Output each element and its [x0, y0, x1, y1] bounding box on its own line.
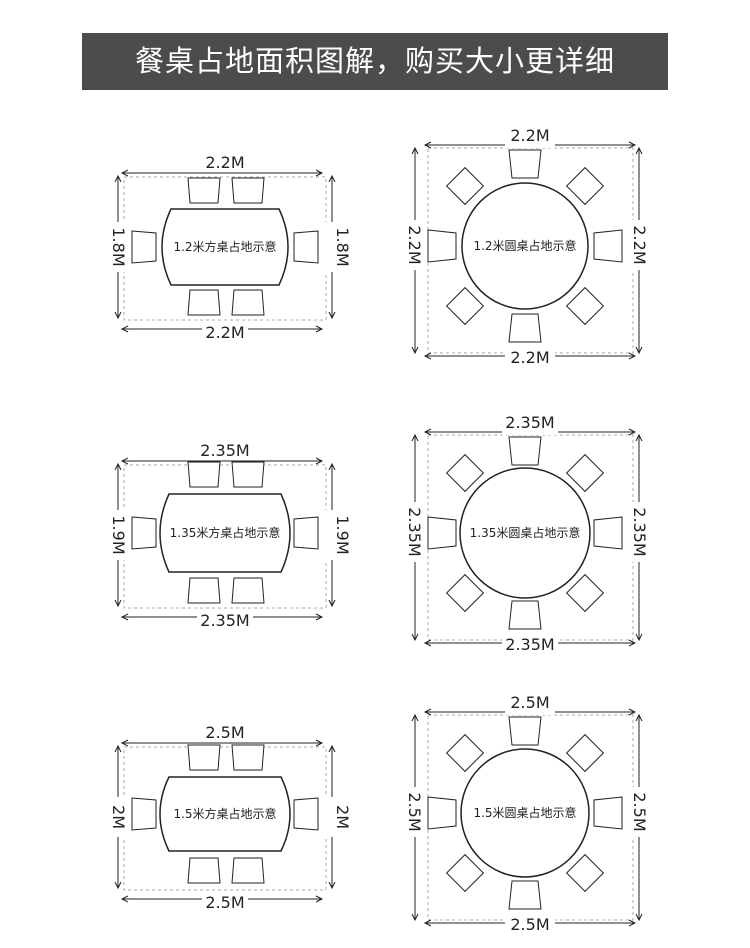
chair — [293, 516, 319, 550]
table-top — [159, 493, 291, 573]
chair — [231, 744, 265, 771]
table-top — [460, 748, 590, 878]
chair — [445, 853, 485, 893]
rect-table-diagram-3: 2.5M 2.5M 2M 2M 1.5米方桌占地示意 — [108, 722, 352, 912]
table-top — [459, 467, 591, 599]
table-label: 1.5米方桌占地示意 — [173, 806, 276, 821]
table-top — [461, 182, 589, 310]
chair — [187, 744, 221, 771]
chair — [565, 733, 605, 773]
chair — [593, 229, 623, 263]
table-label: 1.35米圆桌占地示意 — [470, 525, 581, 540]
chair — [187, 289, 221, 316]
chair — [231, 857, 265, 884]
chair — [445, 286, 485, 326]
rect-table-diagram-2: 2.35M 2.35M 1.9M 1.9M 1.35米方桌占地示意 — [108, 440, 352, 630]
dimension-bottom: 2.2M — [205, 323, 244, 342]
chair — [231, 289, 265, 316]
chair — [508, 880, 542, 910]
chair — [508, 600, 542, 630]
rect-table-diagram-1: 2.2M 2.2M 1.8M 1.8M 1.2米方桌占地示意 — [108, 152, 352, 342]
dimension-left: 2.35M — [405, 507, 424, 556]
chair — [293, 797, 319, 831]
round-table-diagram-1: 2.2M 2.2M 2.2M 2.2M 1.2米圆桌占地示意 — [405, 126, 649, 367]
dimension-right: 1.8M — [333, 227, 352, 266]
chair — [231, 177, 265, 204]
dimension-right: 2.5M — [630, 792, 649, 831]
dimension-right: 2.35M — [630, 507, 649, 556]
dimension-top: 2.35M — [505, 413, 554, 432]
table-label: 1.35米方桌占地示意 — [170, 525, 281, 540]
dimension-top: 2.2M — [205, 153, 244, 172]
chair — [231, 461, 265, 488]
dimension-bottom: 2.5M — [510, 915, 549, 934]
table-top — [161, 208, 289, 286]
chair — [565, 286, 605, 326]
table-label: 1.2米方桌占地示意 — [173, 239, 276, 254]
round-table-diagram-3: 2.5M 2.5M 2.5M 2.5M 1.5米圆桌占地示意 — [405, 693, 649, 934]
chair — [427, 516, 457, 550]
chair — [187, 577, 221, 604]
chair — [231, 577, 265, 604]
chair — [445, 166, 485, 206]
chair — [131, 516, 157, 550]
chair — [565, 453, 605, 493]
dimension-top: 2.35M — [200, 441, 249, 460]
dimension-bottom: 2.2M — [510, 348, 549, 367]
title-banner: 餐桌占地面积图解，购买大小更详细 — [82, 33, 668, 90]
chair — [565, 573, 605, 613]
chair — [508, 149, 542, 179]
chair — [427, 796, 457, 830]
chair — [131, 797, 157, 831]
dimension-left: 2.2M — [405, 225, 424, 264]
chair — [293, 230, 319, 264]
dimension-top: 2.2M — [510, 126, 549, 145]
dimension-bottom: 2.35M — [505, 635, 554, 654]
dimension-top: 2.5M — [510, 693, 549, 712]
dimension-right: 2M — [333, 805, 352, 829]
chair — [445, 733, 485, 773]
dimension-bottom: 2.35M — [200, 611, 249, 630]
chair — [427, 229, 457, 263]
chair — [508, 313, 542, 343]
chair — [187, 177, 221, 204]
dimension-bottom: 2.5M — [205, 893, 244, 912]
table-label: 1.2米圆桌占地示意 — [473, 238, 576, 253]
dimension-right: 2.2M — [630, 225, 649, 264]
chair — [593, 796, 623, 830]
round-table-diagram-2: 2.35M 2.35M 2.35M 2.35M 1.35米圆桌占地示意 — [405, 413, 649, 654]
table-top — [159, 776, 291, 852]
chair — [593, 516, 623, 550]
chair — [508, 436, 542, 466]
dimension-right: 1.9M — [333, 515, 352, 554]
chair — [131, 230, 157, 264]
chair — [445, 453, 485, 493]
chair — [508, 716, 542, 746]
dimension-left: 1.8M — [109, 227, 128, 266]
chair — [565, 853, 605, 893]
table-label: 1.5米圆桌占地示意 — [473, 805, 576, 820]
dimension-left: 2M — [109, 805, 128, 829]
chair — [445, 573, 485, 613]
dimension-top: 2.5M — [205, 723, 244, 742]
chair — [187, 857, 221, 884]
dimension-left: 1.9M — [109, 515, 128, 554]
chair — [565, 166, 605, 206]
chair — [187, 461, 221, 488]
dimension-left: 2.5M — [405, 792, 424, 831]
